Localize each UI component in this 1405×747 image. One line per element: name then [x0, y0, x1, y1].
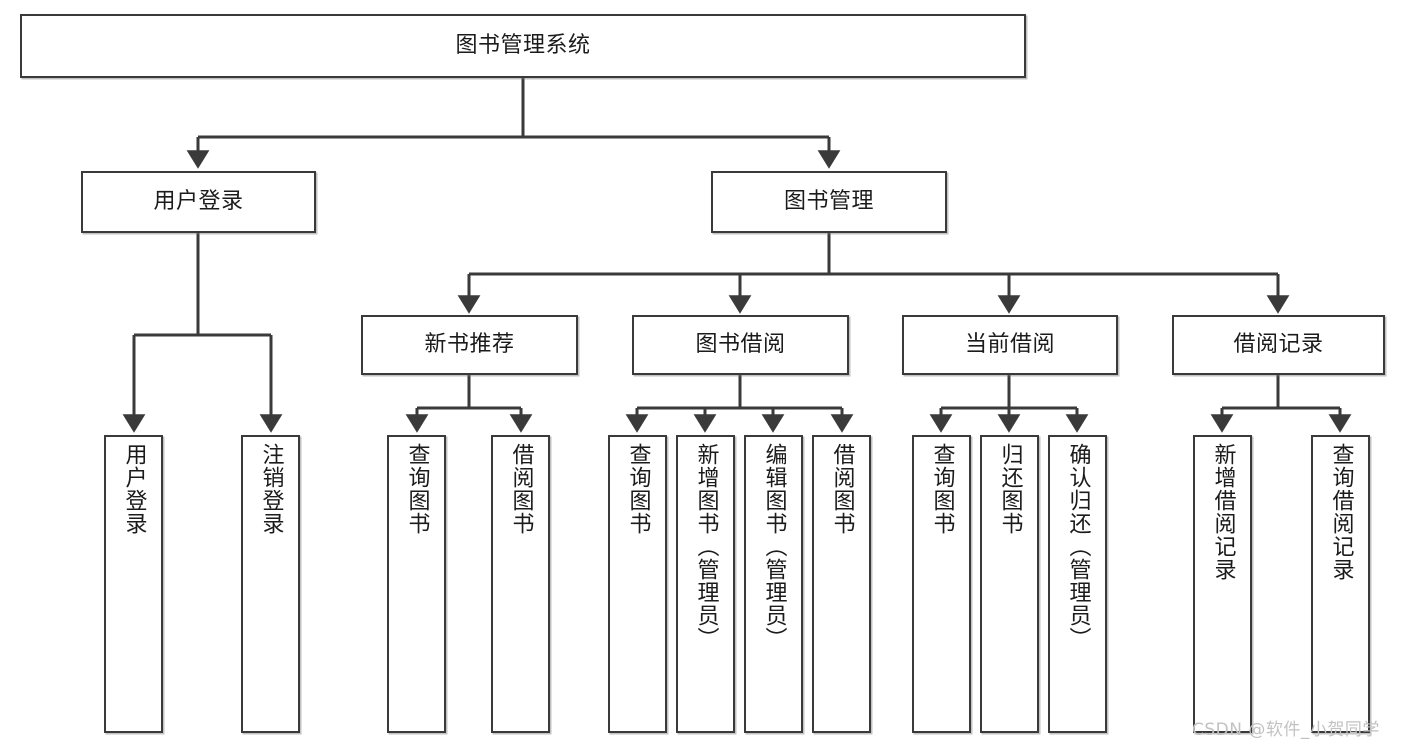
node-root[interactable]: 图书管理系统	[20, 14, 1026, 78]
node-current-borrow[interactable]: 当前借阅	[902, 315, 1118, 375]
node-leaf-query-book-3[interactable]: 查询图书	[912, 435, 971, 733]
node-leaf-borrow-book-1-label: 借阅图书	[508, 443, 534, 535]
node-borrow-record[interactable]: 借阅记录	[1172, 315, 1385, 375]
node-leaf-add-record[interactable]: 新增借阅记录	[1193, 435, 1252, 733]
node-leaf-query-book-1-label: 查询图书	[404, 443, 430, 535]
node-leaf-user-login-label: 用户登录	[121, 443, 147, 535]
node-leaf-borrow-book-2-label: 借阅图书	[829, 443, 855, 535]
node-leaf-logout[interactable]: 注销登录	[241, 435, 300, 733]
node-leaf-borrow-book-1[interactable]: 借阅图书	[491, 435, 550, 733]
node-borrow-record-label: 借阅记录	[1233, 331, 1324, 357]
node-leaf-confirm-return[interactable]: 确认归还（管理员）	[1048, 435, 1107, 733]
node-leaf-return-book[interactable]: 归还图书	[980, 435, 1039, 733]
node-leaf-add-record-label: 新增借阅记录	[1210, 443, 1236, 581]
node-leaf-edit-book-label: 编辑图书（管理员）	[761, 443, 787, 650]
node-leaf-confirm-return-label: 确认归还（管理员）	[1065, 443, 1091, 650]
node-leaf-edit-book[interactable]: 编辑图书（管理员）	[744, 435, 803, 733]
node-current-borrow-label: 当前借阅	[964, 331, 1055, 357]
node-root-label: 图书管理系统	[455, 32, 591, 58]
node-leaf-return-book-label: 归还图书	[997, 443, 1023, 535]
node-book-borrow-label: 图书借阅	[695, 331, 786, 357]
node-user-login[interactable]: 用户登录	[81, 171, 316, 233]
node-leaf-query-record[interactable]: 查询借阅记录	[1311, 435, 1370, 733]
node-book-management[interactable]: 图书管理	[711, 171, 947, 233]
node-leaf-logout-label: 注销登录	[258, 443, 284, 535]
node-new-book-recommend-label: 新书推荐	[424, 331, 515, 357]
node-new-book-recommend[interactable]: 新书推荐	[361, 315, 578, 375]
node-book-management-label: 图书管理	[783, 188, 874, 214]
node-leaf-user-login[interactable]: 用户登录	[104, 435, 163, 733]
node-user-login-label: 用户登录	[153, 188, 244, 214]
node-leaf-query-book-3-label: 查询图书	[929, 443, 955, 535]
node-book-borrow[interactable]: 图书借阅	[632, 315, 849, 375]
node-leaf-query-book-2-label: 查询图书	[625, 443, 651, 535]
node-leaf-query-book-2[interactable]: 查询图书	[608, 435, 667, 733]
node-leaf-add-book[interactable]: 新增图书（管理员）	[676, 435, 735, 733]
node-leaf-add-book-label: 新增图书（管理员）	[693, 443, 719, 650]
node-leaf-borrow-book-2[interactable]: 借阅图书	[812, 435, 871, 733]
csdn-watermark: CSDN @软件_小贺同学	[1192, 720, 1380, 740]
node-leaf-query-record-label: 查询借阅记录	[1328, 443, 1354, 581]
node-leaf-query-book-1[interactable]: 查询图书	[387, 435, 446, 733]
